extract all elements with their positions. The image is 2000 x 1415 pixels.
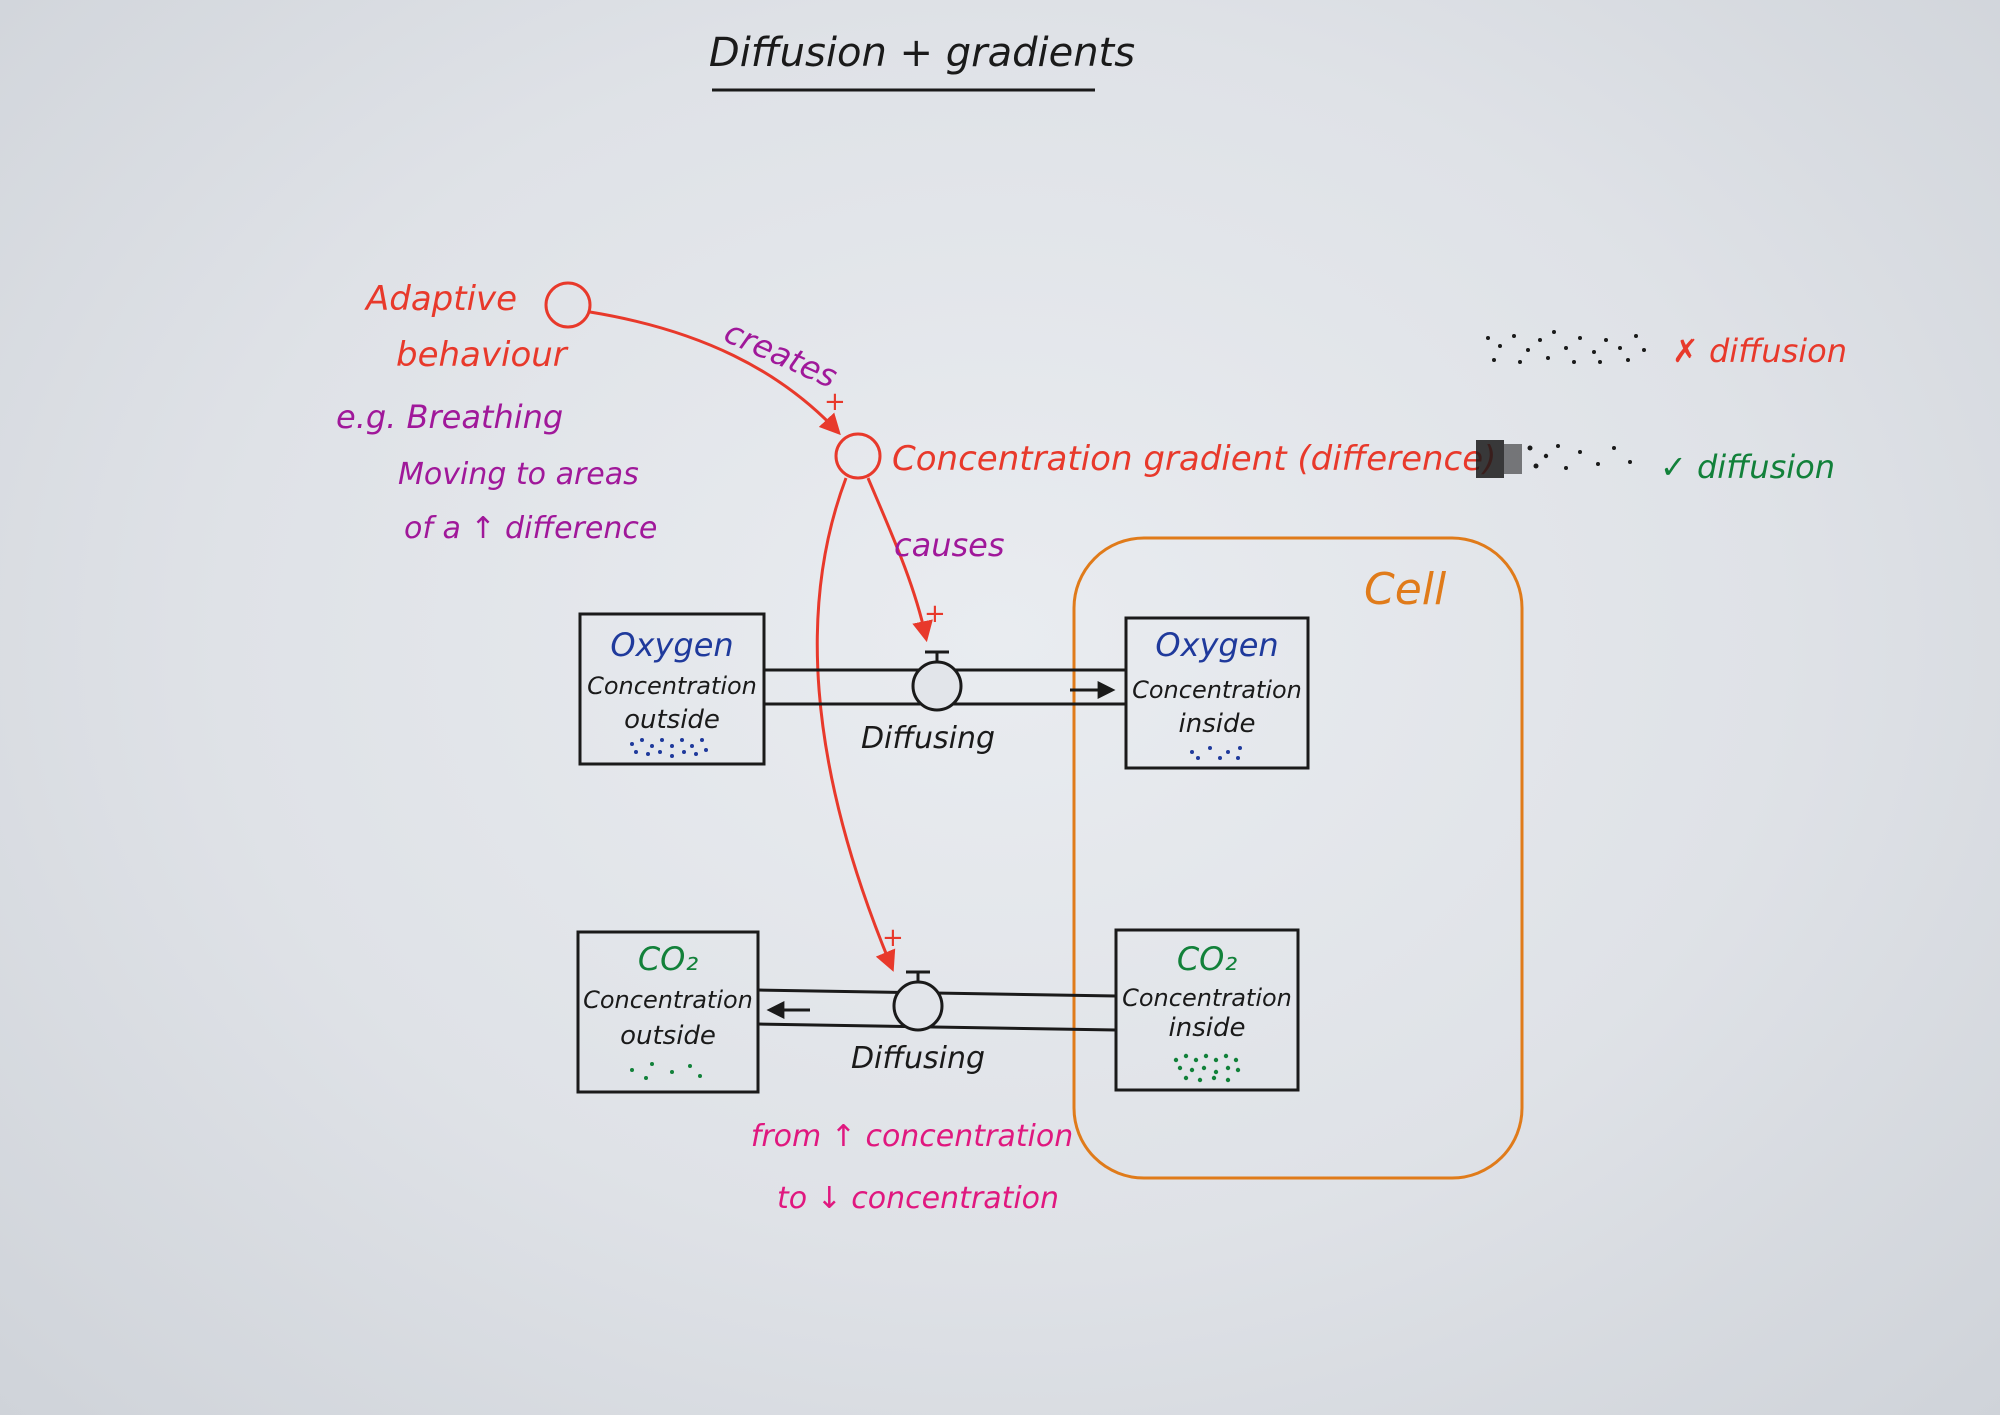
adaptive-behaviour-label-line2: behaviour xyxy=(396,335,569,375)
causes-polarity-co2: + xyxy=(882,923,904,953)
co2-flow: Diffusing xyxy=(757,970,1117,1076)
cell-outline xyxy=(1072,536,1524,1180)
legend-no-diffusion-label: ✗ diffusion xyxy=(1672,332,1847,370)
oxygen-flow-label: Diffusing xyxy=(861,721,995,756)
oxygen-valve-icon xyxy=(911,650,963,712)
stock-oxygen-outside: Oxygen Concentration outside xyxy=(578,612,766,766)
adaptive-behaviour-circle xyxy=(544,281,592,329)
co2-inside-dots xyxy=(1173,1053,1241,1083)
oxygen-inside-dots xyxy=(1190,746,1242,760)
co2-flow-label: Diffusing xyxy=(851,1041,985,1076)
causes-label: causes xyxy=(894,526,1005,564)
legend-yes-diffusion-label: ✓ diffusion xyxy=(1660,448,1835,486)
cell-label: Cell xyxy=(1364,564,1447,615)
causes-link-co2 xyxy=(815,477,896,972)
example-line1: e.g. Breathing xyxy=(336,398,563,436)
stock-co2-outside: CO₂ Concentration outside xyxy=(576,930,760,1094)
oxygen-outside-dots xyxy=(630,738,708,758)
creates-polarity: + xyxy=(824,387,846,417)
stock-oxygen-inside-line2: inside xyxy=(1179,709,1256,739)
stock-oxygen-outside-line2: outside xyxy=(624,705,720,735)
adaptive-behaviour-node: Adaptive behaviour xyxy=(364,279,592,375)
concentration-gradient-label: Concentration gradient (difference) xyxy=(892,439,1496,479)
legend: ✗ diffusion ✓ diffusion xyxy=(1476,330,1847,486)
page-title: Diffusion + gradients xyxy=(709,30,1135,76)
stock-oxygen-outside-line1: Concentration xyxy=(587,672,757,700)
creates-link xyxy=(589,310,841,436)
stock-oxygen-outside-title: Oxygen xyxy=(610,626,733,664)
co2-outside-dots xyxy=(630,1062,702,1080)
stock-co2-inside-line1: Concentration xyxy=(1122,984,1292,1012)
oxygen-flow: Diffusing xyxy=(764,650,1126,756)
causes-polarity-oxygen: + xyxy=(924,599,946,629)
example-line2: Moving to areas xyxy=(398,457,639,492)
concentration-gradient-node: Concentration gradient (difference) xyxy=(834,432,1496,480)
stock-co2-outside-line1: Concentration xyxy=(583,986,753,1014)
adaptive-behaviour-label-line1: Adaptive xyxy=(364,279,517,319)
stock-co2-outside-line2: outside xyxy=(620,1021,716,1051)
co2-valve-icon xyxy=(892,970,944,1032)
stock-oxygen-inside-title: Oxygen xyxy=(1155,626,1278,664)
direction-note-line1: from ↑ concentration xyxy=(751,1119,1073,1154)
direction-note: from ↑ concentration to ↓ concentration xyxy=(751,1119,1073,1216)
legend-gradient-dots xyxy=(1476,440,1632,478)
causes-link-oxygen xyxy=(866,477,933,643)
stock-oxygen-inside: Oxygen Concentration inside xyxy=(1124,616,1310,770)
direction-note-line2: to ↓ concentration xyxy=(777,1181,1059,1216)
stock-co2-inside-title: CO₂ xyxy=(1177,940,1238,978)
concentration-gradient-circle xyxy=(834,432,882,480)
examples-note: e.g. Breathing Moving to areas of a ↑ di… xyxy=(336,398,657,546)
stock-oxygen-inside-line1: Concentration xyxy=(1132,676,1302,704)
stock-co2-outside-title: CO₂ xyxy=(638,940,699,978)
example-line3: of a ↑ difference xyxy=(404,511,657,546)
legend-sparse-dots xyxy=(1486,330,1646,364)
stock-co2-inside-line2: inside xyxy=(1169,1013,1246,1043)
cell-boundary: Cell xyxy=(1072,536,1524,1180)
stock-co2-inside: CO₂ Concentration inside xyxy=(1114,928,1300,1092)
